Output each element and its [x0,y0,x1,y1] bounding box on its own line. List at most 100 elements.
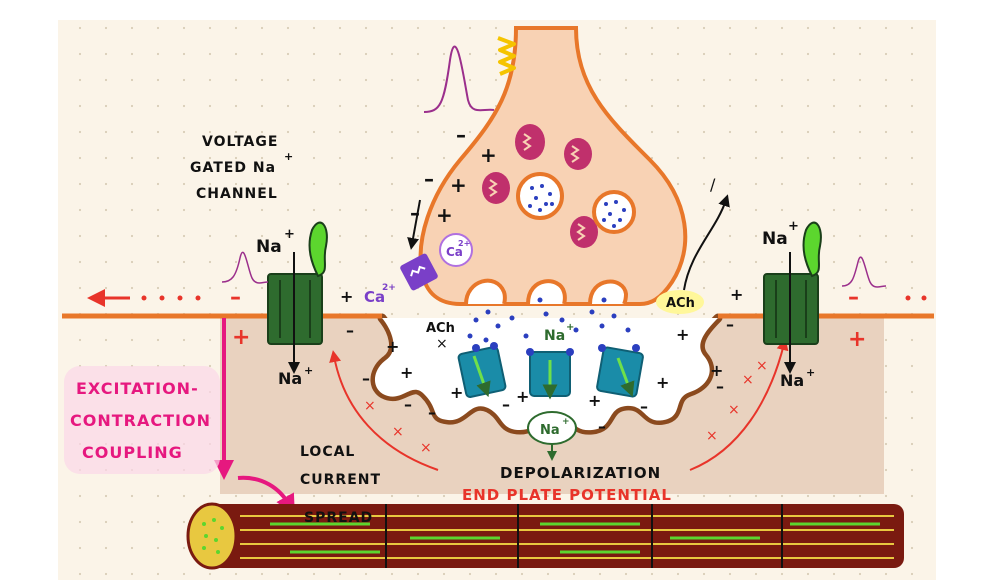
ca-entry-arrow [407,199,421,250]
ach-molecules [467,297,631,343]
muscle-fiber [186,502,904,570]
na-inside-label: Na [540,423,560,438]
svg-text:+: + [400,363,413,382]
na-cleft-label: Na [544,328,565,344]
na-charge-top-left: + [284,227,295,242]
voltage-gated-line2: GATED Na [190,160,276,176]
voltage-gated-line1: VOLTAGE [202,134,278,150]
svg-text:–: – [346,321,354,340]
release-site-1 [464,278,507,305]
svg-text:–: – [598,417,606,436]
red-x-marks: ××× ××× × [364,358,768,456]
local-current-label: LOCAL CURRENT SPREAD [300,444,381,526]
vesicle [516,172,564,220]
mitochondrion-icon [515,124,545,160]
local-line3: SPREAD [304,510,373,526]
lightning-icon [497,36,516,76]
svg-text:–: – [726,315,734,334]
voltage-gated-label: VOLTAGE GATED Na + CHANNEL [190,134,293,202]
local-current-arrow-left [329,350,439,471]
release-site-3 [588,279,629,305]
na-label-top-left: Na [256,237,282,257]
svg-text:–: – [502,395,510,414]
na-charge-top-right: + [788,219,799,234]
svg-text:+: + [710,361,723,380]
svg-text:×: × [756,358,768,374]
nicotinic-receptor-3 [596,344,644,398]
svg-text:×: × [742,372,754,388]
svg-text:+: + [730,285,743,304]
svg-text:–: – [456,123,466,147]
na-cleft-charge: + [566,322,574,333]
action-potential-wave-axon [423,45,495,113]
ach-slash-mark: / [710,175,716,194]
ca-inside-charge: 2+ [458,239,470,248]
local-current-arrow-right [689,338,789,471]
ca-ion-bubble: Ca 2+ [439,233,473,267]
na-charge-bottom-left: + [304,364,313,377]
propagation-dots-left [141,295,201,301]
svg-text:×: × [706,428,718,444]
local-line1: LOCAL [300,444,355,460]
ach-label-left: ACh [426,321,455,336]
svg-text:+: + [386,337,399,356]
na-label-bottom-left: Na [278,369,302,388]
ca-channel-icon [400,253,438,291]
voltage-gated-na-channel-left [267,221,328,374]
charge-signs-folds: –+ –+ –+ –– ++ –– ++ +– +– + [340,285,743,436]
na-label-top-right: Na [762,229,788,249]
na-inside-charge: + [562,417,570,427]
na-label-bottom-right: Na [780,371,804,390]
na-charge-bottom-right: + [806,366,815,379]
svg-text:×: × [420,440,432,456]
svg-text:+: + [516,387,529,406]
svg-text:–: – [848,285,859,310]
vesicle [592,190,636,234]
svg-text:–: – [640,397,648,416]
nicotinic-receptor-1 [457,342,507,398]
svg-text:–: – [410,201,420,225]
svg-text:×: × [392,424,404,440]
svg-text:×: × [364,398,376,414]
mitochondrion-icon [570,216,598,248]
charge-signs-terminal: –+ –+ –+ [410,123,497,227]
ecc-curve-arrow [237,475,295,515]
svg-text:–: – [230,285,241,310]
svg-text:+: + [480,143,497,167]
svg-text:–: – [404,395,412,414]
release-site-2 [526,279,567,305]
membrane-charges-red: – + – + [230,285,866,352]
ca-outside-label: Ca [364,288,385,306]
action-potential-wave-left [221,251,269,284]
voltage-gated-na-channel-right [763,221,822,374]
end-plate-potential-label: END PLATE POTENTIAL [462,486,672,504]
svg-text:+: + [232,325,250,350]
mitochondrion-icon [482,172,510,204]
ach-bubble-right [656,290,704,314]
svg-text:–: – [424,167,434,191]
axon-terminal [418,26,688,306]
ach-cross-mark: × [436,336,448,352]
svg-text:+: + [588,391,601,410]
ca-outside-charge: 2+ [382,283,396,293]
depolarization-label: DEPOLARIZATION [500,464,661,482]
svg-text:+: + [848,327,866,352]
ach-label-right: ACh [666,296,695,311]
svg-text:–: – [362,369,370,388]
ecc-line3: COUPLING [82,443,183,462]
svg-text:+: + [676,325,689,344]
ach-diffuse-arrow [683,194,730,291]
nicotinic-receptor-2 [526,348,574,400]
svg-text:–: – [428,403,436,422]
ecc-line2: CONTRACTION [70,411,211,430]
propagation-dots-right [905,295,927,301]
local-line2: CURRENT [300,472,381,488]
voltage-gated-line3: CHANNEL [196,186,278,202]
na-inside-bubble: Na + [527,411,577,461]
svg-text:+: + [450,383,463,402]
ecc-line1: EXCITATION- [76,379,199,398]
svg-text:×: × [728,402,740,418]
svg-text:+: + [450,173,467,197]
